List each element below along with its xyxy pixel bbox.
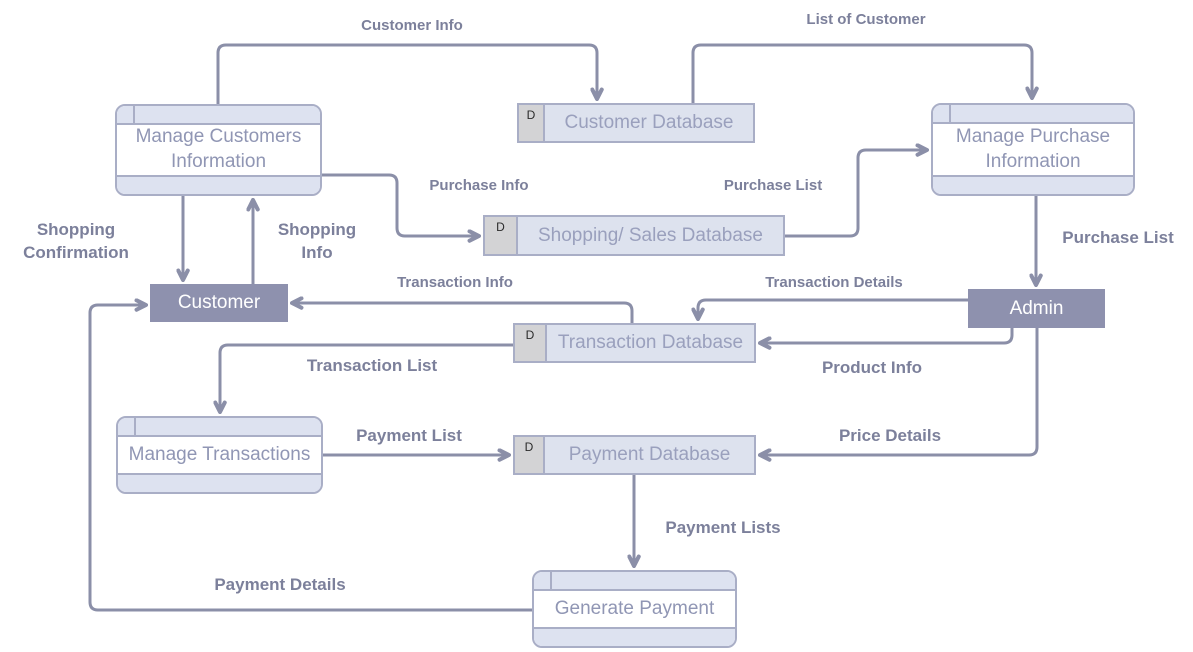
process-label: Manage Purchase Information	[955, 125, 1111, 172]
entity-admin[interactable]: Admin	[968, 289, 1105, 328]
connector-purchase-list-mid[interactable]	[785, 143, 930, 238]
flow-label-list-of-customer: List of Customer	[806, 11, 926, 28]
process-manage-transactions[interactable]: Manage Transactions	[116, 416, 323, 494]
connector-list-of-customer[interactable]	[691, 43, 1039, 103]
connector-product-info[interactable]	[757, 328, 1014, 350]
flow-label-payment-details: Payment Details	[214, 575, 346, 594]
flow-label-purchase-list-mid: Purchase List	[723, 177, 823, 194]
datastore-label: Shopping/ Sales Database	[538, 224, 763, 246]
process-generate-payment[interactable]: Generate Payment	[532, 570, 737, 648]
datastore-transaction-database[interactable]: D Transaction Database	[513, 323, 756, 363]
datastore-marker: D	[515, 325, 547, 361]
datastore-label: Transaction Database	[557, 332, 744, 353]
process-header-band	[117, 106, 320, 125]
process-footer-band	[118, 473, 321, 492]
process-footer-band	[933, 175, 1133, 194]
datastore-marker: D	[519, 105, 545, 141]
flow-label-payment-list: Payment List	[356, 426, 462, 445]
process-header-band	[534, 572, 735, 591]
datastore-shopping-sales-database[interactable]: D Shopping/ Sales Database	[483, 215, 785, 256]
process-label: Manage Transactions	[128, 443, 311, 465]
flow-label-purchase-info: Purchase Info	[429, 177, 529, 194]
process-manage-purchase-information[interactable]: Manage Purchase Information	[931, 103, 1135, 196]
flow-label-transaction-details: Transaction Details	[765, 274, 903, 291]
flow-label-shopping-info: Shopping Info	[277, 220, 357, 262]
connector-transaction-info[interactable]	[289, 296, 634, 323]
flow-label-price-details: Price Details	[838, 426, 942, 445]
datastore-marker: D	[485, 217, 518, 254]
band-divider	[949, 105, 951, 122]
connector-purchase-info[interactable]	[322, 173, 482, 243]
datastore-marker: D	[515, 437, 545, 473]
flow-label-customer-info: Customer Info	[361, 17, 463, 34]
flow-label-payment-lists: Payment Lists	[665, 518, 781, 537]
connector-customer-info[interactable]	[216, 43, 604, 104]
datastore-payment-database[interactable]: D Payment Database	[513, 435, 756, 475]
flow-label-product-info: Product Info	[821, 358, 923, 377]
process-footer-band	[534, 627, 735, 646]
band-divider	[550, 572, 552, 589]
connector-payment-details[interactable]	[88, 298, 532, 612]
flow-label-transaction-info: Transaction Info	[397, 274, 513, 291]
connector-transaction-list[interactable]	[213, 343, 513, 415]
process-header-band	[933, 105, 1133, 124]
connector-price-details[interactable]	[757, 328, 1039, 462]
process-manage-customers-information[interactable]: Manage Customers Information	[115, 104, 322, 196]
band-divider	[133, 106, 135, 123]
flow-label-purchase-list-right: Purchase List	[1062, 228, 1174, 247]
flow-label-shopping-confirmation: Shopping Confirmation	[23, 220, 129, 262]
process-label: Generate Payment	[554, 597, 715, 619]
flow-label-transaction-list: Transaction List	[306, 356, 438, 375]
datastore-label: Payment Database	[568, 444, 731, 465]
process-label: Manage Customers Information	[135, 126, 302, 172]
entity-customer[interactable]: Customer	[150, 284, 288, 322]
process-header-band	[118, 418, 321, 437]
connector-transaction-details[interactable]	[691, 298, 968, 322]
datastore-label: Customer Database	[564, 112, 734, 133]
process-footer-band	[117, 175, 320, 194]
datastore-customer-database[interactable]: D Customer Database	[517, 103, 755, 143]
band-divider	[134, 418, 136, 435]
